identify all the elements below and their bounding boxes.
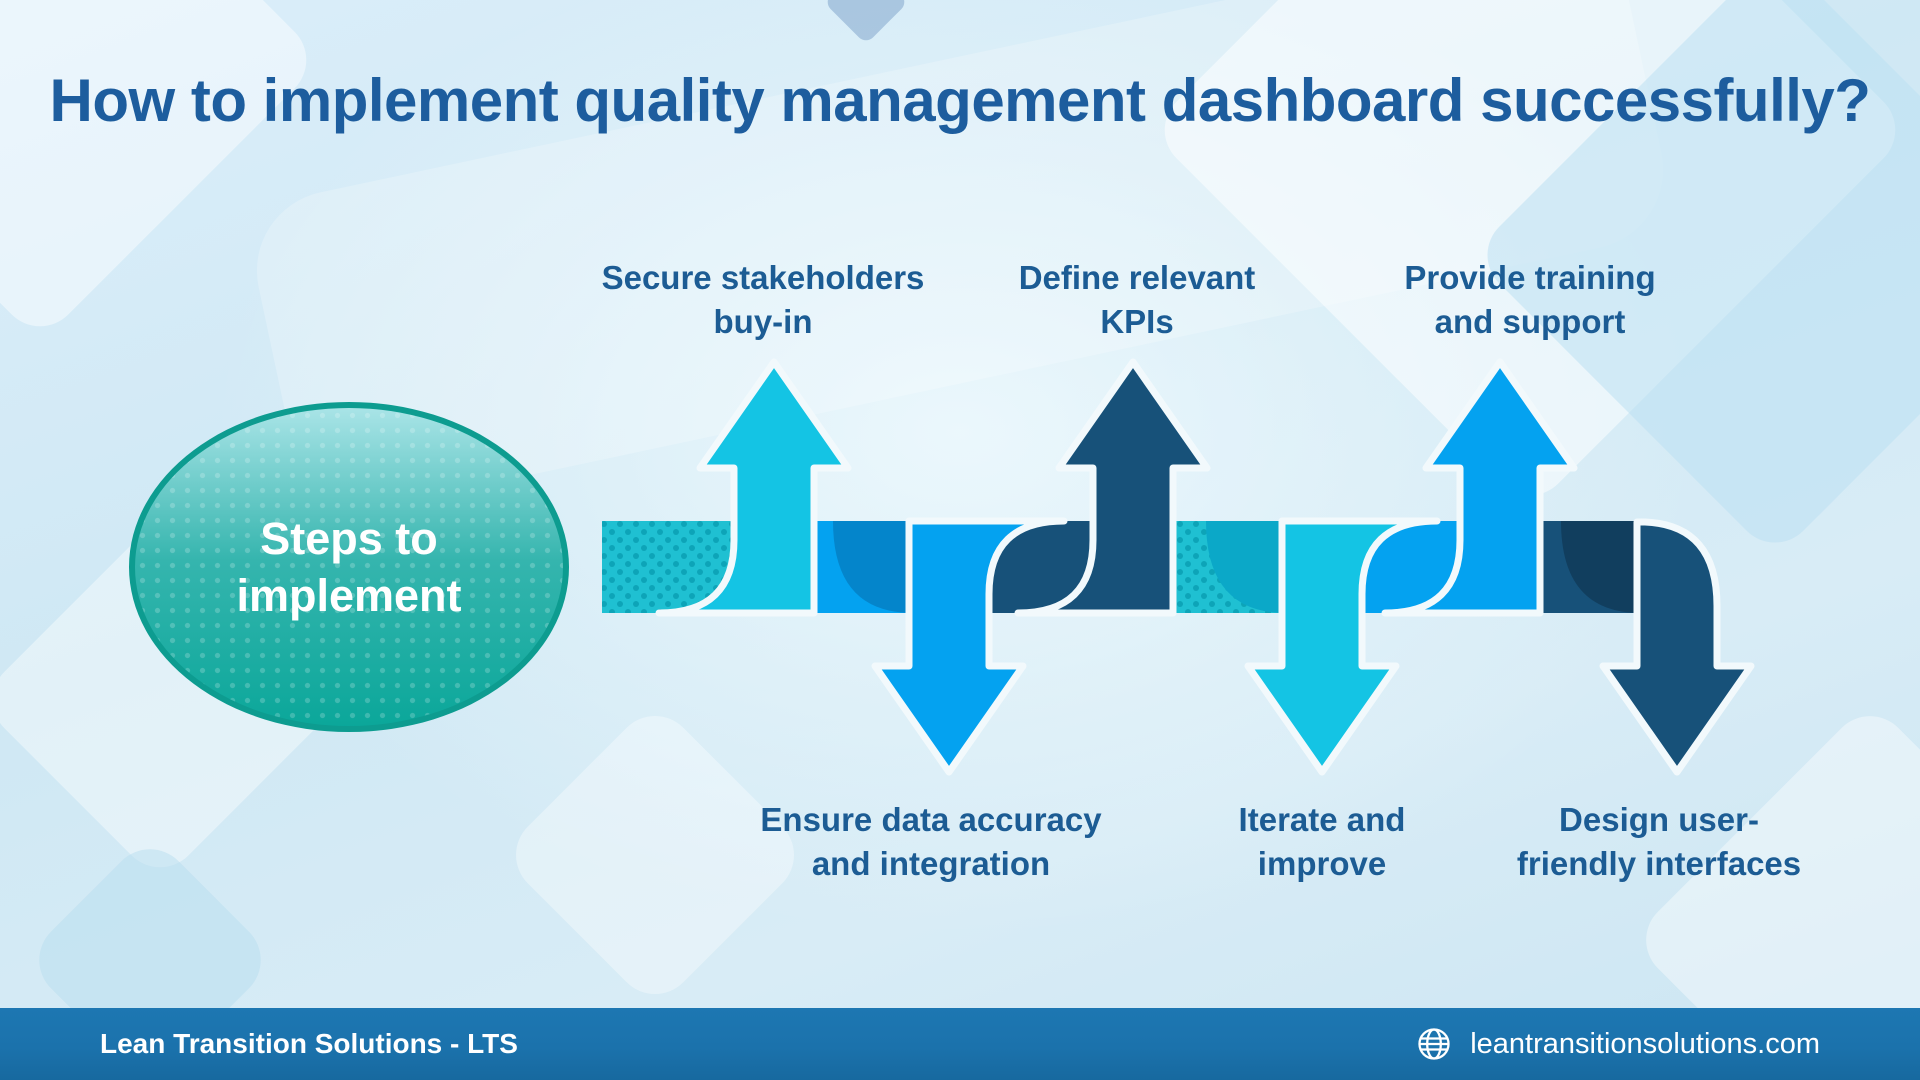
footer-company-name: Lean Transition Solutions - LTS bbox=[100, 1028, 518, 1059]
step-label-line: Design user- bbox=[1559, 801, 1759, 838]
globe-icon bbox=[1418, 1028, 1450, 1060]
step-label-provide-training: Provide training and support bbox=[1404, 256, 1655, 344]
step-label-line: Secure stakeholders bbox=[601, 259, 925, 296]
step-label-define-kpis: Define relevant KPIs bbox=[1019, 256, 1256, 344]
step-label-secure-stakeholders: Secure stakeholders buy-in bbox=[602, 256, 925, 344]
step-label-line: Ensure data accuracy bbox=[760, 801, 1102, 838]
step-label-line: improve bbox=[1257, 845, 1387, 882]
step-label-line: and integration bbox=[811, 845, 1051, 882]
arrow-up-secure-stakeholders bbox=[655, 358, 852, 617]
ellipse-label-line1: Steps to bbox=[260, 513, 438, 564]
steps-ellipse: Steps to implement bbox=[129, 402, 569, 732]
ribbon-fold-navy bbox=[1561, 521, 1641, 613]
step-label-line: Define relevant bbox=[1018, 259, 1256, 296]
step-label-line: Iterate and bbox=[1238, 801, 1406, 838]
ellipse-label-line2: implement bbox=[236, 570, 462, 621]
arrow-up-define-kpis bbox=[1014, 358, 1211, 617]
ribbon-fold-blue bbox=[833, 521, 913, 613]
arrow-up-provide-training bbox=[1381, 358, 1578, 617]
step-label-line: and support bbox=[1434, 303, 1626, 340]
arrow-down-iterate-improve bbox=[1244, 517, 1441, 776]
footer-bar: Lean Transition Solutions - LTS leantran… bbox=[0, 1008, 1920, 1080]
step-label-iterate-improve: Iterate and improve bbox=[1239, 798, 1406, 886]
ribbon-fold-cyan bbox=[1206, 521, 1286, 613]
step-label-design-interfaces: Design user- friendly interfaces bbox=[1517, 798, 1801, 886]
arrow-down-ensure-data bbox=[871, 517, 1068, 776]
step-label-line: Provide training bbox=[1404, 259, 1656, 296]
arrow-down-design-interfaces bbox=[1599, 518, 1755, 776]
page-title: How to implement quality management dash… bbox=[49, 67, 1871, 134]
step-label-ensure-data: Ensure data accuracy and integration bbox=[760, 798, 1101, 886]
step-label-line: friendly interfaces bbox=[1516, 845, 1802, 882]
step-label-line: KPIs bbox=[1100, 303, 1174, 340]
footer-website: leantransitionsolutions.com bbox=[1470, 1027, 1820, 1060]
step-label-line: buy-in bbox=[713, 303, 813, 340]
